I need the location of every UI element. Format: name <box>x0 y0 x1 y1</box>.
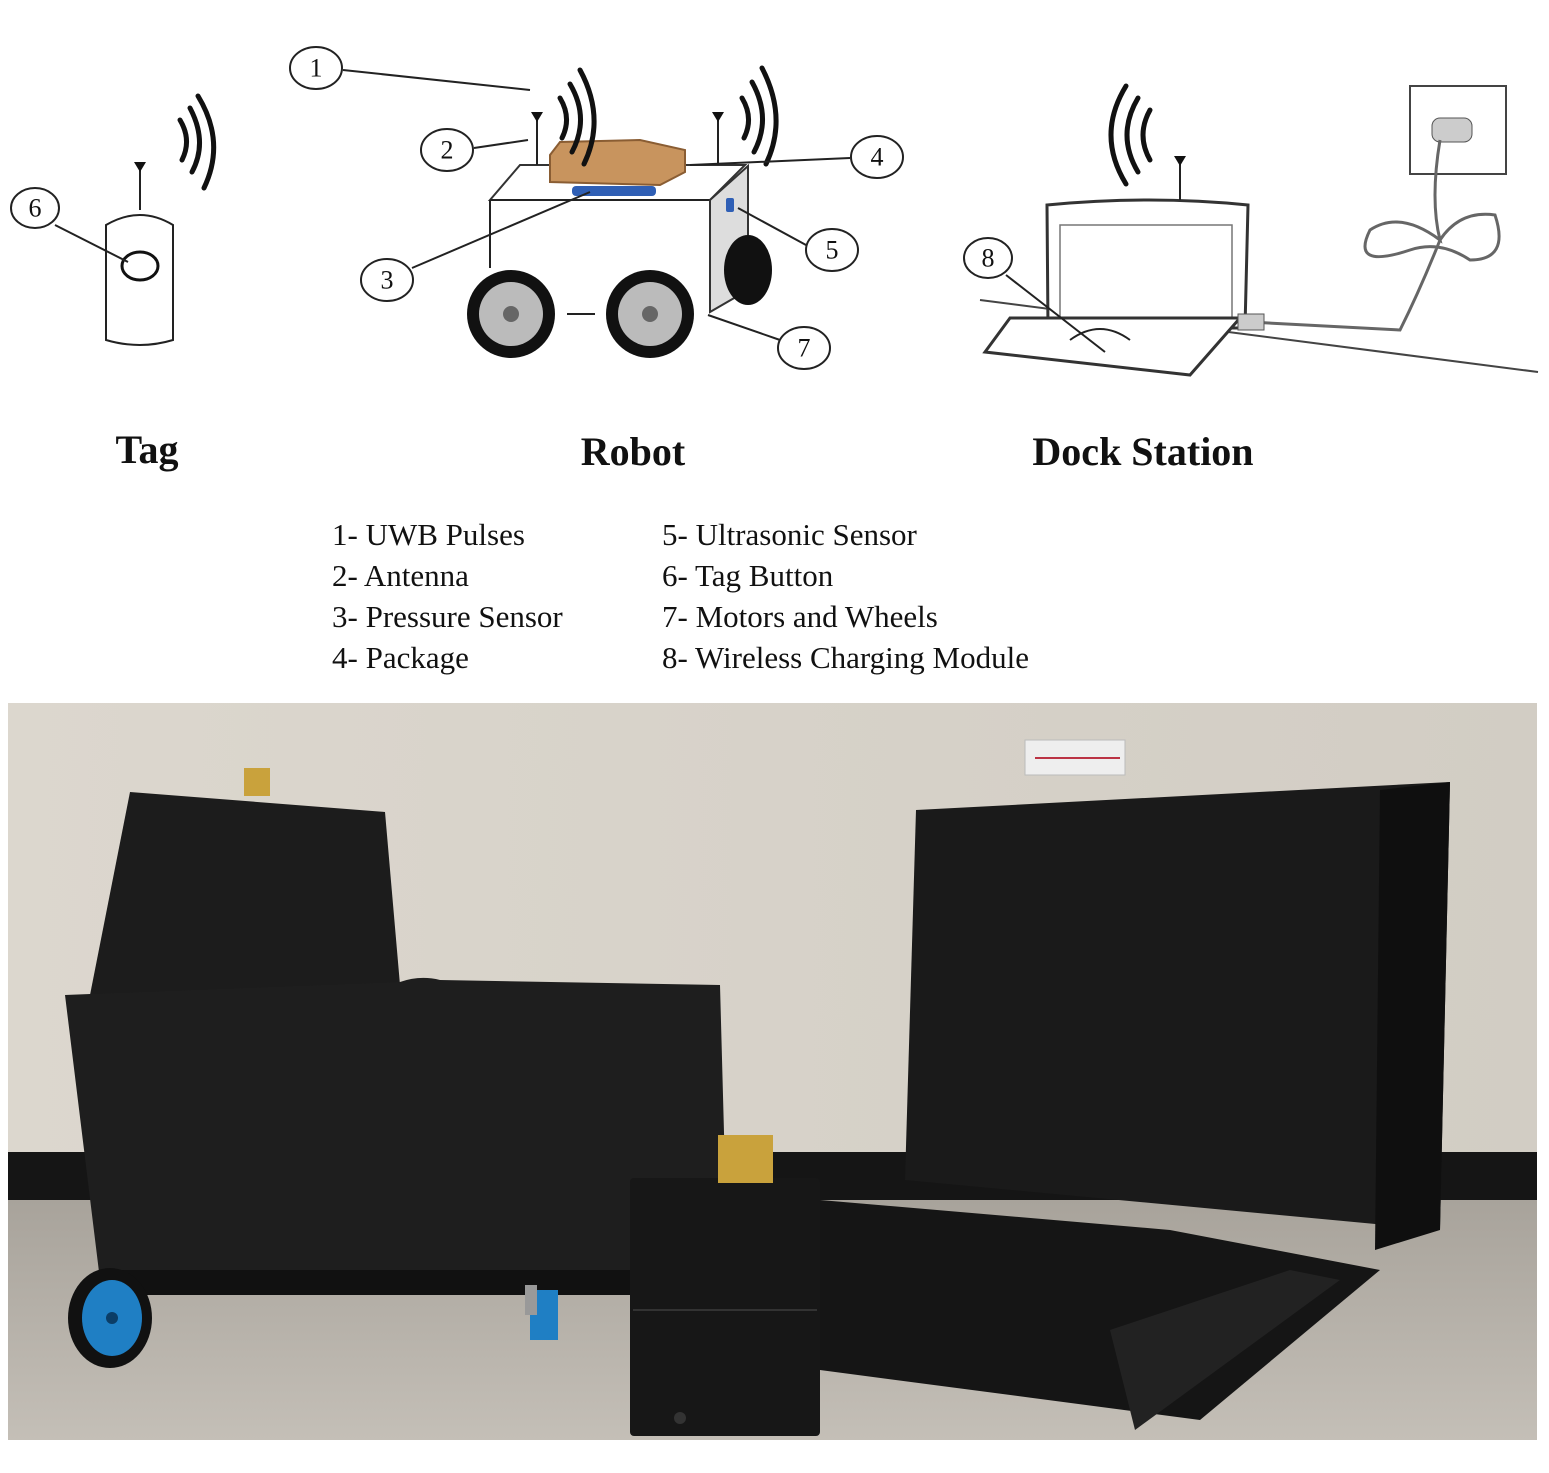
legend-item: 3- Pressure Sensor <box>332 599 563 634</box>
dock-title: Dock Station <box>1032 429 1253 474</box>
prototype-photo <box>8 703 1537 1440</box>
legend-item: 1- UWB Pulses <box>332 517 525 552</box>
uwb-signal-icon <box>177 93 217 191</box>
svg-text:5: 5 <box>826 236 839 265</box>
legend: 1- UWB Pulses 2- Antenna 3- Pressure Sen… <box>332 517 1029 675</box>
legend-item: 2- Antenna <box>332 558 469 593</box>
tag-button <box>120 250 160 282</box>
robot-illustration <box>467 65 779 358</box>
legend-item: 8- Wireless Charging Module <box>662 640 1029 675</box>
dock-base <box>982 316 1244 377</box>
svg-text:2: 2 <box>441 136 454 165</box>
legend-item: 4- Package <box>332 640 469 675</box>
power-cable <box>1249 139 1501 332</box>
dock-prototype <box>820 739 1450 1430</box>
package-box <box>549 138 686 187</box>
robot-caster <box>525 1285 558 1340</box>
legend-item: 5- Ultrasonic Sensor <box>662 517 918 552</box>
callout-3: 3 <box>360 258 414 302</box>
robot-wheel-left <box>467 270 555 358</box>
svg-text:6: 6 <box>29 194 42 223</box>
callout-7: 7 <box>777 326 831 370</box>
callout-5: 5 <box>805 228 859 272</box>
svg-text:8: 8 <box>982 244 995 273</box>
tag-prototype <box>630 1135 820 1436</box>
callout-1: 1 <box>289 46 343 90</box>
svg-text:3: 3 <box>381 266 394 295</box>
pressure-sensor <box>572 186 656 196</box>
robot-wheel <box>68 1268 152 1368</box>
callout-8: 8 <box>963 237 1013 279</box>
callout-2: 2 <box>420 128 474 172</box>
callout-4: 4 <box>850 135 904 179</box>
svg-text:1: 1 <box>310 54 323 83</box>
callout-6: 6 <box>10 187 60 229</box>
dock-body <box>1045 198 1250 330</box>
legend-item: 6- Tag Button <box>662 558 834 593</box>
robot-title: Robot <box>581 429 686 474</box>
robot-prototype <box>65 768 728 1368</box>
robot-wheel-right <box>606 270 694 358</box>
legend-item: 7- Motors and Wheels <box>662 599 938 634</box>
callout-lines <box>54 69 1106 353</box>
tag-title: Tag <box>115 427 178 472</box>
tag-illustration <box>105 93 217 346</box>
dock-illustration <box>979 83 1539 377</box>
tag-antenna <box>718 1135 773 1183</box>
ultrasonic-sensor <box>726 198 734 212</box>
svg-text:7: 7 <box>798 334 811 363</box>
robot-antenna <box>244 768 270 796</box>
svg-text:4: 4 <box>871 143 884 172</box>
